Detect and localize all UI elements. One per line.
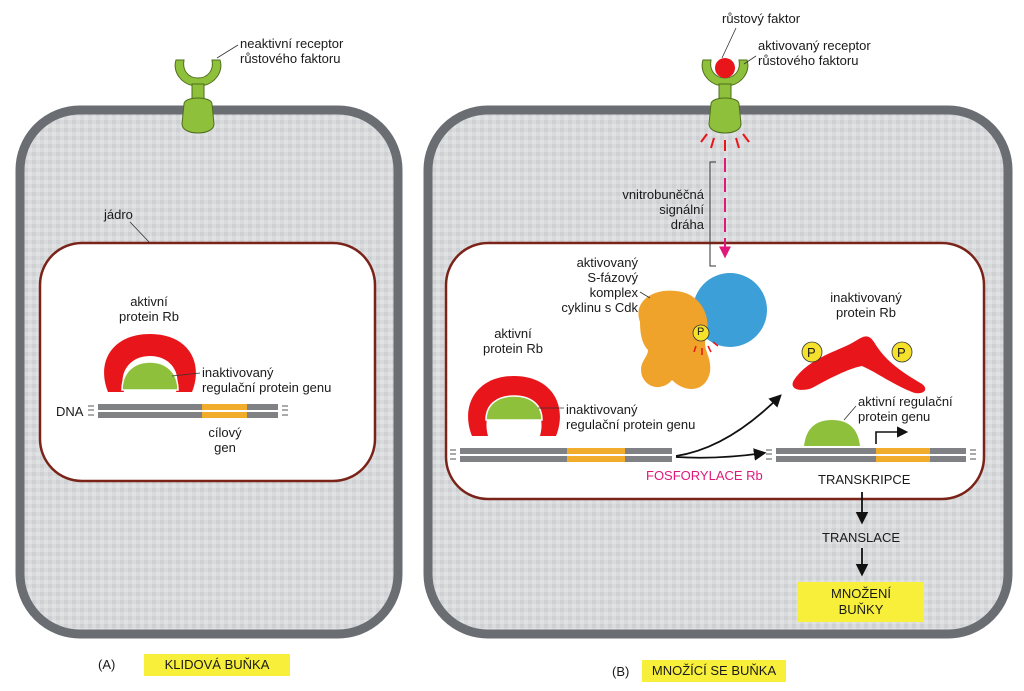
phosphorylation-arrow-right	[675, 448, 767, 461]
rb-b-label: aktivní protein Rb	[466, 326, 560, 356]
regulator-b-label: inaktivovaný regulační protein genu	[566, 402, 695, 432]
regulator-protein-b	[485, 395, 543, 421]
regulator-a-label-line2: regulační protein genu	[202, 380, 332, 395]
dna-b-left	[450, 448, 672, 462]
rb-protein-a	[104, 334, 196, 392]
transcription-label: TRANSKRIPCE	[818, 472, 911, 487]
nucleus-label: jádro	[104, 207, 133, 222]
receptor-b-pointer	[743, 55, 757, 65]
cyclin	[693, 273, 767, 347]
receptor-b-label-line2: růstového faktoru	[758, 53, 859, 68]
cdk-label-line4: cyklinu s Cdk	[561, 300, 638, 315]
receptor-b-label: aktivovaný receptor růstového faktoru	[758, 38, 871, 68]
receptor-activation-rays	[700, 133, 750, 151]
proliferation-line1: Množení	[831, 586, 891, 601]
inactive-rb	[792, 336, 926, 394]
signal-pathway	[709, 158, 731, 267]
nucleus-pointer	[129, 221, 151, 244]
rb-a-label-line2: protein Rb	[119, 309, 179, 324]
growth-factor-pointer	[721, 27, 737, 59]
pathway-label: vnitrobuněčná signální dráha	[600, 187, 704, 232]
active-regulator-label-line1: aktivní regulační	[858, 394, 953, 409]
phosphorylation-arrow-up	[675, 394, 782, 457]
rb-complex-b	[468, 376, 560, 436]
phosphate-label-cdk: P	[697, 326, 705, 338]
phosphate-rb-right	[891, 341, 913, 363]
rb-complex-a	[104, 334, 196, 392]
proliferation-box: Množení buňky	[798, 582, 924, 622]
receptor-a-label-line1: neaktivní receptor	[240, 36, 344, 51]
rb-b-label-line2: protein Rb	[483, 341, 543, 356]
regulator-a-label: inaktivovaný regulační protein genu	[202, 365, 331, 395]
cdk	[638, 290, 711, 390]
panel-a-caption: KLIDOVÁ BUŇKA	[144, 654, 290, 676]
phosphate-label-rb-left: P	[807, 345, 816, 360]
active-regulator-label-line2: protein genu	[858, 409, 931, 424]
transcription-start-arrow	[875, 426, 909, 444]
cdk-label-line2: S-fázový	[587, 270, 638, 285]
active-regulator-pointer	[843, 405, 857, 421]
growth-factor-label: růstový faktor	[722, 11, 801, 26]
active-regulator-protein	[804, 420, 860, 446]
pathway-label-line3: dráha	[670, 217, 704, 232]
target-gene-label-line2: gen	[214, 440, 236, 455]
target-gene-label: cílový gen	[198, 425, 252, 455]
panel-b-letter: (B)	[612, 664, 630, 679]
rb-a-label-line1: aktivní	[130, 294, 168, 309]
phosphate-cdk	[692, 324, 710, 342]
regulator-a-pointer	[171, 372, 201, 377]
dna-b-right	[766, 448, 976, 462]
phosphorylation-label: FOSFORYLACE Rb	[646, 468, 763, 483]
phosphate-rb-left	[801, 341, 823, 363]
dna-label: DNA	[56, 404, 84, 419]
pathway-label-line2: signální	[659, 202, 704, 217]
target-gene-a	[202, 404, 247, 410]
rb-b-label-line1: aktivní	[494, 326, 532, 341]
rb-a-label: aktivní protein Rb	[104, 294, 194, 324]
panel-b-caption: MNOŽÍCÍ SE BUŇKA	[642, 660, 786, 682]
translation-label: TRANSLACE	[822, 530, 901, 545]
cdk-label-line1: aktivovaný	[576, 255, 638, 270]
inactive-rb-label-line2: protein Rb	[836, 305, 896, 320]
dna-a	[88, 404, 288, 418]
pathway-label-line1: vnitrobuněčná	[622, 187, 704, 202]
cell-a	[15, 105, 403, 639]
receptor-a-pointer	[216, 44, 239, 59]
inactive-receptor	[174, 59, 222, 134]
receptor-b-label-line1: aktivovaný receptor	[758, 38, 871, 53]
cdk-label: aktivovaný S-fázový komplex cyklinu s Cd…	[530, 255, 638, 315]
phosphate-label-rb-right: P	[897, 345, 906, 360]
proliferation-line2: buňky	[838, 602, 884, 617]
receptor-a-label: neaktivní receptor růstového faktoru	[240, 36, 343, 66]
regulator-a-label-line1: inaktivovaný	[202, 365, 274, 380]
panel-a-letter: (A)	[98, 657, 116, 672]
regulator-protein-a	[121, 361, 179, 391]
cdk-label-line3: komplex	[589, 285, 638, 300]
rb-protein-b	[468, 376, 560, 436]
growth-factor	[715, 58, 735, 78]
inactive-rb-label: inaktivovaný protein Rb	[816, 290, 916, 320]
target-gene-label-line1: cílový	[208, 425, 242, 440]
active-regulator-label: aktivní regulační protein genu	[858, 394, 953, 424]
inactive-rb-protein	[792, 336, 926, 394]
regulator-b-label-line2: regulační protein genu	[566, 417, 696, 432]
inactive-rb-label-line1: inaktivovaný	[830, 290, 902, 305]
cell-b	[423, 105, 1013, 639]
cyclin-cdk-complex	[638, 273, 767, 390]
cdk-pointer	[639, 291, 651, 299]
active-receptor	[701, 59, 749, 134]
receptor-a-label-line2: růstového faktoru	[240, 51, 341, 66]
regulator-b-label-line1: inaktivovaný	[566, 402, 638, 417]
nucleus-a	[38, 241, 377, 483]
